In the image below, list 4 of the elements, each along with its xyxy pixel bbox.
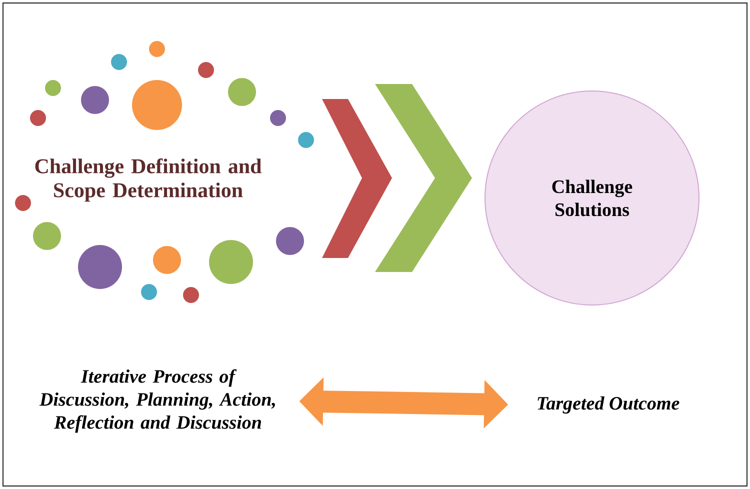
process-text: Iterative Process of Discussion, Planning, Action, Reflection and Discussion [39,369,275,433]
heading-text: Challenge Definition and Scope Determination [35,158,262,202]
chevron-arrow [322,84,472,272]
outcome-text: Targeted Outcome [538,396,680,414]
